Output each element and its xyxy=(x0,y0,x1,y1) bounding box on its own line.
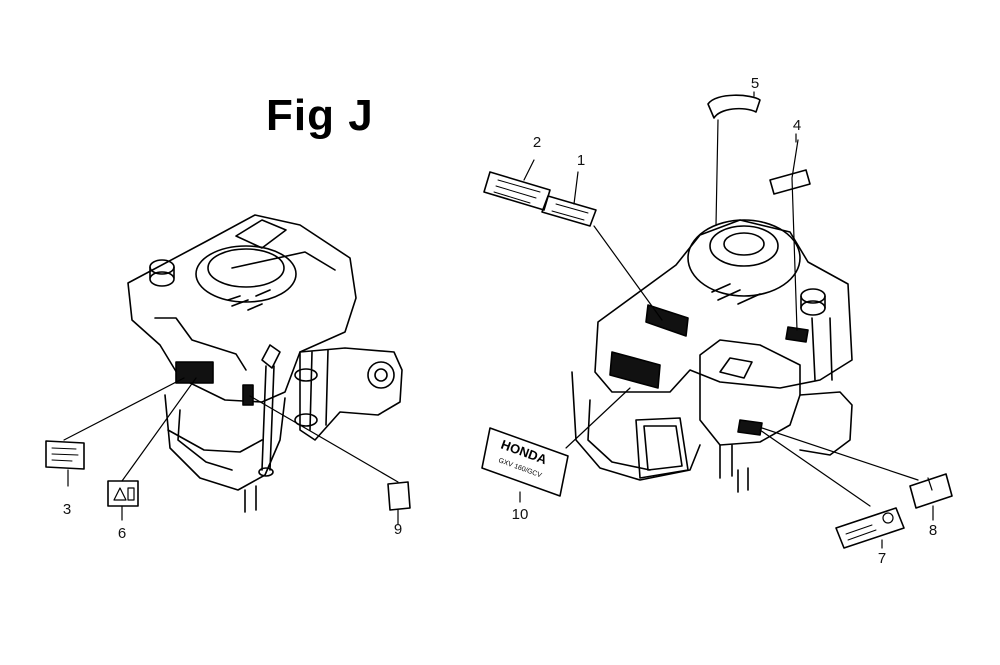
callout-5: 5 xyxy=(750,75,760,92)
part-6-decal xyxy=(107,480,139,507)
callout-10: 10 xyxy=(511,506,529,523)
callout-9: 9 xyxy=(393,521,403,538)
part-10-honda-decal xyxy=(481,427,569,497)
callout-7: 7 xyxy=(877,550,887,567)
callout-2: 2 xyxy=(532,134,542,151)
figure-title: Fig J xyxy=(266,91,374,140)
callout-4: 4 xyxy=(792,117,802,134)
part-7-decal xyxy=(835,507,905,549)
part-2-decal xyxy=(483,171,551,211)
part-3-decal xyxy=(45,440,85,470)
part-8-decal xyxy=(909,473,953,509)
callout-8: 8 xyxy=(928,522,938,539)
part-5-handle xyxy=(707,94,761,119)
part-4-decal xyxy=(769,169,811,195)
callout-3: 3 xyxy=(62,501,72,518)
part-1-decal xyxy=(541,195,597,227)
part-9-decal xyxy=(387,481,411,511)
callout-1: 1 xyxy=(576,152,586,169)
right-engine xyxy=(571,219,853,493)
leader-lines xyxy=(63,91,934,549)
callout-6: 6 xyxy=(117,525,127,542)
left-engine xyxy=(127,214,403,513)
